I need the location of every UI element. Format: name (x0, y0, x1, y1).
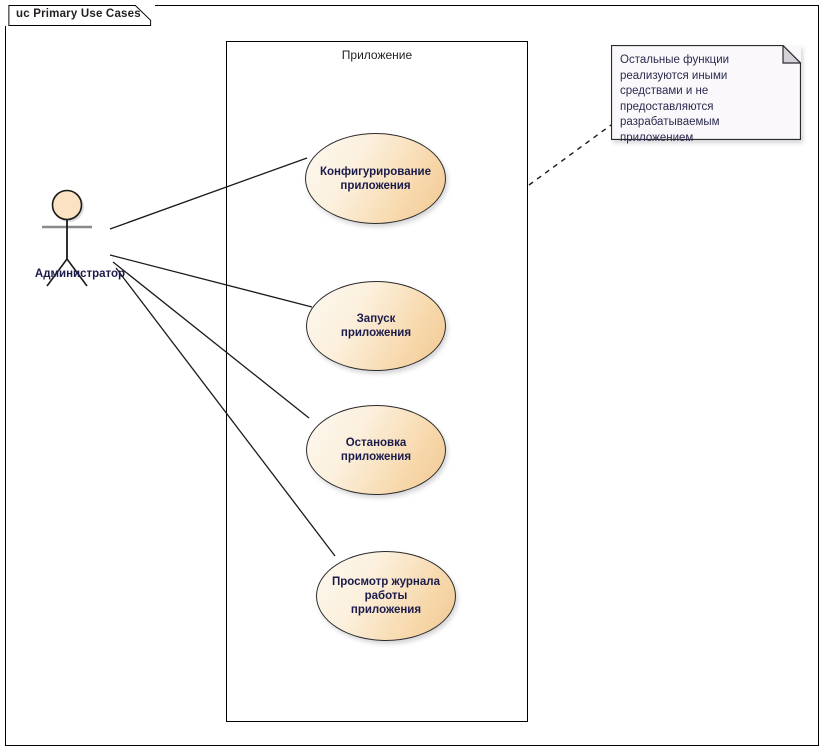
note-shape (611, 45, 801, 140)
actor-administrator[interactable] (30, 182, 130, 292)
actor-label: Администратор (34, 268, 126, 280)
use-case-start-application[interactable]: Запуск приложения (306, 281, 446, 371)
note-text: Остальные функции реализуются иными сред… (620, 54, 730, 144)
note-comment[interactable]: Остальные функции реализуются иными сред… (611, 45, 801, 144)
diagram-title-label: uc Primary Use Cases (16, 8, 141, 20)
diagram-title-tab (5, 5, 155, 26)
actor-right-leg-icon (66, 258, 88, 287)
actor-head-icon (51, 189, 83, 221)
actor-left-leg-icon (46, 258, 68, 287)
system-boundary-label: Приложение (341, 48, 413, 62)
use-case-label: Запуск приложения (340, 313, 412, 339)
